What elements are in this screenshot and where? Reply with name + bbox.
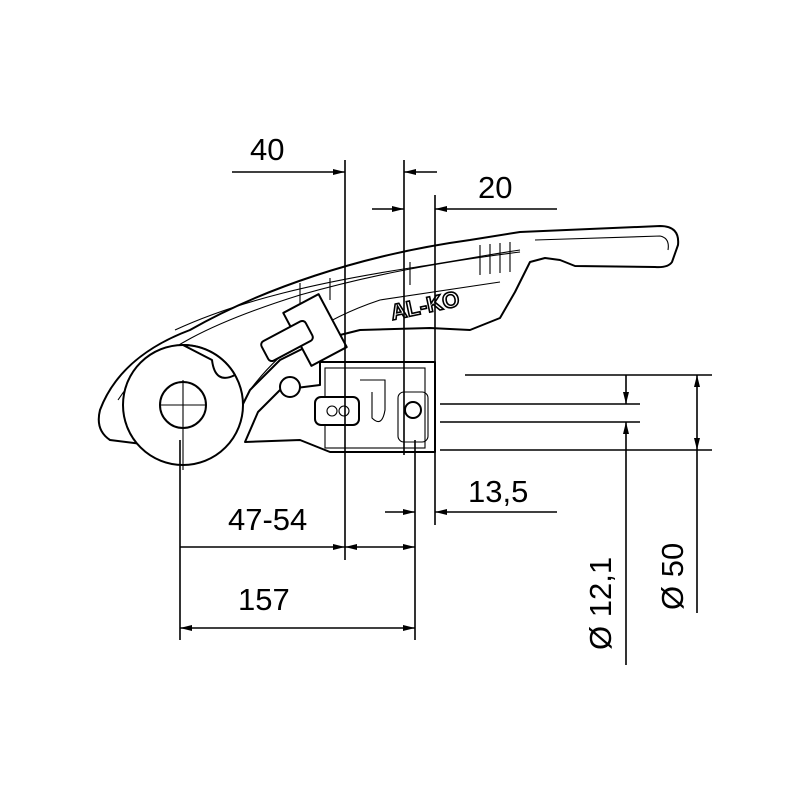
dimension-pin-diameter: Ø 12,1 <box>583 375 629 665</box>
svg-text:20: 20 <box>478 170 512 205</box>
svg-text:47-54: 47-54 <box>228 502 307 537</box>
warning-label <box>260 319 314 363</box>
coupling-part: AL-KO <box>97 225 680 470</box>
svg-text:Ø 12,1: Ø 12,1 <box>583 557 618 650</box>
dimension-13-5: 13,5 <box>385 474 557 515</box>
svg-text:40: 40 <box>250 132 284 167</box>
dimension-47-54: 47-54 <box>180 502 415 550</box>
extension-lines <box>179 160 712 640</box>
dimension-20: 20 <box>372 170 557 212</box>
dimension-40: 40 <box>232 132 437 175</box>
svg-text:157: 157 <box>238 582 290 617</box>
svg-text:Ø 50: Ø 50 <box>655 543 690 610</box>
dimension-157: 157 <box>180 582 415 631</box>
dimension-ball-diameter: Ø 50 <box>655 375 700 613</box>
svg-text:13,5: 13,5 <box>468 474 528 509</box>
